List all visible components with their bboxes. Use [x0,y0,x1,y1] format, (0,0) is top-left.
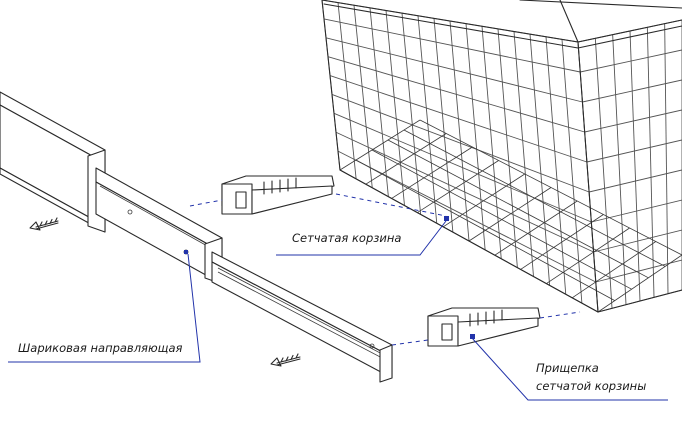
basket-wire [369,7,389,197]
basket-wire [593,229,682,253]
basket-wire [449,20,470,242]
basket-wire [419,119,682,256]
basket-wire [403,129,666,267]
basket-wire [353,5,373,188]
connection-line [189,199,223,207]
basket-wire [337,2,357,179]
basket-wire [355,159,615,301]
screw-icon [270,353,301,367]
basket-wire [594,38,613,309]
basket-wire [591,199,682,223]
label-clip-line2: сетчатой корзины [536,379,646,393]
basket-wire [339,119,421,171]
basket-wire [584,109,682,133]
basket-wire [365,133,447,185]
basket-wire [561,39,583,304]
basket-wire [597,254,682,313]
basket-wire [339,169,599,313]
leader-clip [470,334,668,401]
basket-wire [664,23,669,294]
basket-wire [497,28,518,268]
basket-wire [520,214,604,270]
basket-wire [586,139,682,163]
basket-wire [323,18,581,73]
basket-wire [545,36,567,295]
basket-wire [589,169,682,193]
screw-icon [29,217,59,231]
basket-wire [546,227,630,284]
basket-wire [571,241,657,299]
leader-ball-slide [8,253,201,363]
basket-wire [577,41,599,313]
connection-line [391,339,429,346]
basket-wire [321,0,341,171]
basket-wire [519,0,682,9]
basket-wire [513,31,534,277]
basket-wire [595,259,682,283]
basket-wire [371,149,632,290]
basket-clip-icon [427,307,541,347]
basket-wire [577,25,682,49]
basket-wire [433,18,454,233]
basket-wire [321,0,579,43]
mesh-basket [321,0,682,313]
basket-wire [385,10,405,206]
basket-wire [597,289,682,313]
basket-clip-icon [221,175,335,215]
basket-wire [580,49,682,73]
leader-mesh-basket [276,216,449,256]
basket-wire [329,75,588,163]
connection-line [539,311,581,319]
basket-wire [333,112,592,223]
basket-wire [331,94,590,193]
basket-wire [337,150,596,283]
basket-wire [327,56,585,133]
basket-wire [401,13,422,215]
basket-wire [481,26,502,259]
basket-wire [577,19,682,43]
connection-line [335,193,447,217]
basket-wire [335,131,594,253]
basket-wire [323,3,579,49]
basket-wire [646,27,655,298]
label-clip-line1: Прищепка [536,361,599,375]
basket-wire [417,15,438,224]
basket-wire [325,37,583,103]
basket-wire [612,34,627,305]
label-ball-slide: Шариковая направляющая [18,341,183,355]
basket-wire [417,160,499,213]
basket-wire [465,23,486,250]
basket-wire [559,0,579,43]
basket-wire [582,79,682,103]
label-mesh-basket: Сетчатая корзина [292,231,401,245]
basket-wire [387,139,649,279]
basket-wire [468,187,552,242]
basket-wire [391,146,473,199]
basket-wire [442,173,526,228]
basket-wire [629,30,641,302]
basket-wire [494,200,578,256]
basket-wire [529,34,551,286]
ball-slide [0,91,393,383]
